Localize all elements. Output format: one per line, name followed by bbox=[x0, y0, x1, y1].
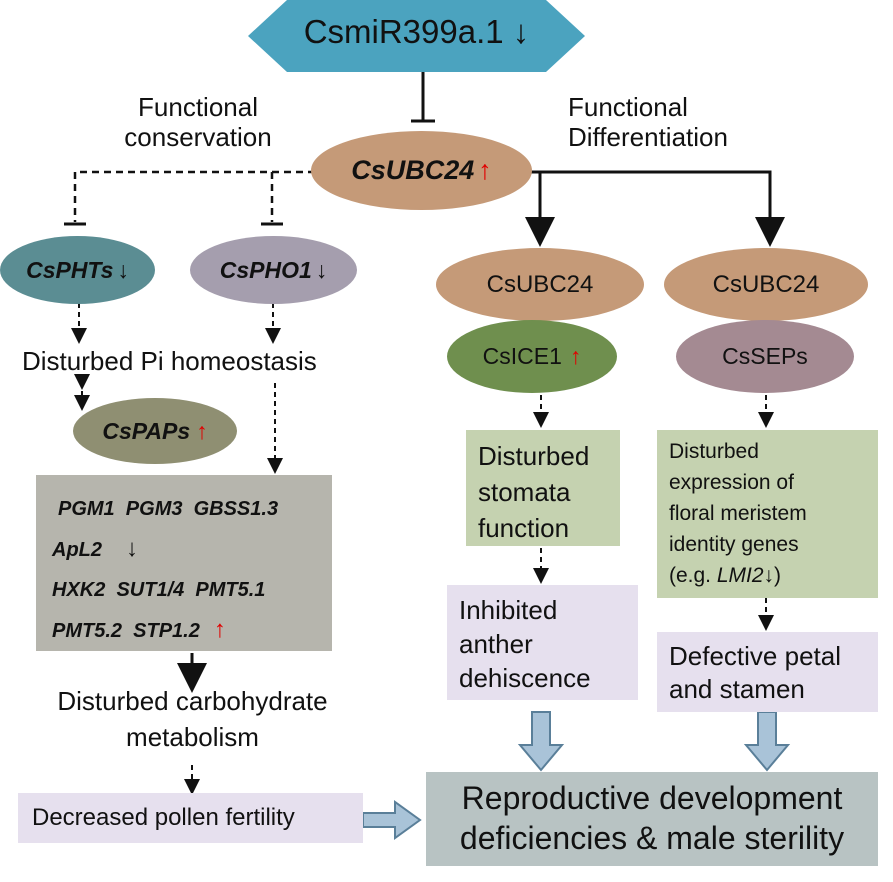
block-arrow-pollen bbox=[362, 800, 422, 840]
anther-box: Inhibited anther dehiscence bbox=[447, 585, 638, 700]
petal-line1: Defective petal bbox=[669, 641, 841, 671]
top-node: CsmiR399a.1 ↓ bbox=[248, 12, 585, 52]
hub-label: CsUBC24 bbox=[351, 155, 475, 185]
gene-box: PGM1 PGM3 GBSS1.3 ApL2 ↓ HXK2 SUT1/4 PMT5… bbox=[36, 475, 332, 651]
block-arrow-anther bbox=[517, 711, 565, 772]
gene-row-2-text: ApL2 bbox=[52, 539, 102, 561]
paps-label: CsPAPs bbox=[102, 417, 191, 444]
anther-line2: anther bbox=[459, 629, 533, 659]
gene-row-4-text: PMT5.2 STP1.2 bbox=[52, 620, 200, 642]
right-header-line1: Functional bbox=[568, 92, 688, 122]
gene-row-2: ApL2 ↓ bbox=[52, 529, 332, 570]
down-arrow-icon: ↓ bbox=[763, 564, 775, 587]
stomata-line1: Disturbed bbox=[478, 441, 590, 471]
gene-row-3: HXK2 SUT1/4 PMT5.1 bbox=[52, 570, 332, 610]
right-header-line2: Differentiation bbox=[568, 122, 728, 152]
solid-branch-right bbox=[525, 170, 785, 247]
up-arrow-icon: ↑ bbox=[478, 155, 492, 185]
block-arrow-petal bbox=[743, 711, 791, 772]
right-ubc-node: CsUBC24 bbox=[664, 248, 868, 321]
floral-box: Disturbed expression of floral meristem … bbox=[657, 430, 878, 598]
gene-row-4: PMT5.2 STP1.2 ↑ bbox=[52, 610, 332, 651]
dashed-branch-left bbox=[73, 170, 315, 222]
ice1-label: CsICE1 bbox=[482, 343, 562, 369]
final-line2: deficiencies & male sterility bbox=[459, 820, 845, 856]
floral-line3: floral meristem bbox=[669, 502, 807, 525]
paps-node: CsPAPs ↑ bbox=[73, 398, 237, 464]
ice1-node: CsICE1 ↑ bbox=[447, 320, 617, 393]
right-header: Functional Differentiation bbox=[568, 92, 788, 152]
pho1-node: CsPHO1 ↓ bbox=[190, 236, 357, 304]
up-arrow-icon: ↑ bbox=[196, 417, 208, 444]
left-header: Functional conservation bbox=[118, 92, 278, 152]
left-header-line1: Functional bbox=[138, 92, 258, 122]
phts-label: CsPHTs bbox=[26, 256, 114, 283]
gene-row-1-text: PGM1 PGM3 GBSS1.3 bbox=[58, 498, 279, 520]
down-arrow-icon: ↓ bbox=[117, 256, 129, 283]
pollen-box: Decreased pollen fertility bbox=[18, 793, 363, 843]
pi-homeostasis-label: Disturbed Pi homeostasis bbox=[22, 346, 317, 376]
down-arrow-icon: ↓ bbox=[315, 256, 328, 283]
stomata-box: Disturbed stomata function bbox=[466, 430, 620, 546]
gene-row-3-text: HXK2 SUT1/4 PMT5.1 bbox=[52, 579, 266, 601]
stomata-line3: function bbox=[478, 513, 570, 543]
final-line1: Reproductive development bbox=[461, 780, 843, 816]
pho1-label: CsPHO1 bbox=[219, 256, 312, 283]
carbohydrate-line2: metabolism bbox=[126, 722, 259, 752]
seps-node: CsSEPs bbox=[676, 320, 854, 393]
floral-line1: Disturbed bbox=[669, 440, 759, 463]
carbohydrate-line1: Disturbed carbohydrate bbox=[57, 686, 328, 716]
top-node-label: CsmiR399a.1 bbox=[303, 13, 504, 50]
petal-line2: and stamen bbox=[669, 674, 805, 704]
anther-line1: Inhibited bbox=[459, 595, 558, 625]
petal-box: Defective petal and stamen bbox=[657, 632, 878, 712]
down-arrow-icon: ↓ bbox=[512, 13, 530, 50]
floral-line5-pre: (e.g. bbox=[669, 564, 717, 587]
carbohydrate-label: Disturbed carbohydrate metabolism bbox=[20, 686, 365, 752]
left-header-line2: conservation bbox=[124, 122, 272, 152]
final-box: Reproductive development deficiencies & … bbox=[426, 772, 878, 866]
up-arrow-icon: ↑ bbox=[213, 616, 226, 643]
floral-line4: identity genes bbox=[669, 533, 799, 556]
hub-node: CsUBC24 ↑ bbox=[311, 131, 532, 210]
phts-node: CsPHTs ↓ bbox=[0, 236, 155, 304]
floral-line5-post: ) bbox=[774, 564, 782, 587]
down-arrow-icon: ↓ bbox=[126, 535, 138, 562]
floral-gene: LMI2 bbox=[716, 564, 764, 587]
up-arrow-icon: ↑ bbox=[569, 343, 582, 369]
floral-line5: (e.g. LMI2↓) bbox=[669, 560, 878, 591]
gene-row-1: PGM1 PGM3 GBSS1.3 bbox=[52, 489, 332, 529]
mid-ubc-node: CsUBC24 bbox=[436, 248, 644, 321]
anther-line3: dehiscence bbox=[459, 663, 591, 693]
stomata-line2: stomata bbox=[478, 477, 571, 507]
floral-line2: expression of bbox=[669, 471, 794, 494]
